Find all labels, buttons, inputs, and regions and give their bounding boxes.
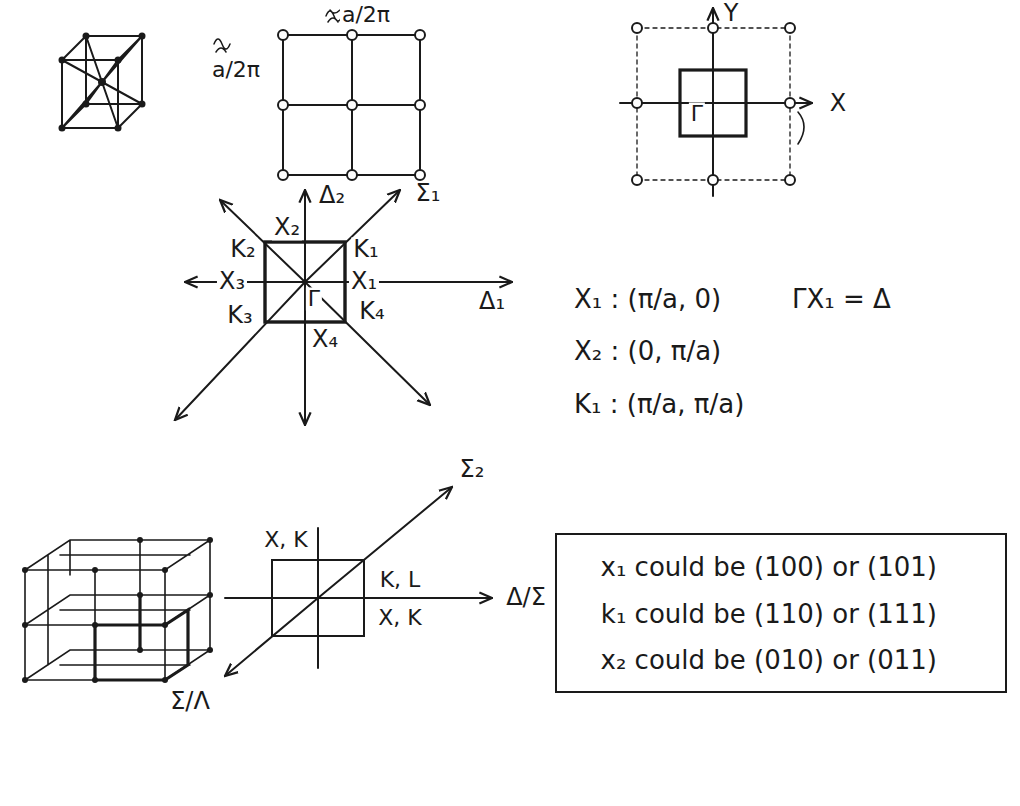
scribble	[214, 10, 342, 52]
shaded-cell	[95, 595, 188, 680]
point-label: K₂	[228, 237, 257, 262]
point-label: Σ₂	[458, 457, 487, 482]
note-text: x₁ could be (100) or (101)	[597, 551, 937, 584]
point-label: K, L	[378, 568, 423, 591]
point-label: X₁	[349, 269, 379, 294]
point-label: Γ	[306, 287, 322, 310]
point-label: X	[828, 91, 848, 116]
point-label: Δ₁	[477, 289, 507, 314]
direction-arrow	[305, 281, 512, 283]
point-label: a/2π	[210, 58, 262, 81]
point-label: a/2π	[340, 3, 392, 26]
lattice-points	[22, 537, 213, 683]
point-label: Δ₂	[317, 183, 347, 208]
point-label: X₄	[310, 327, 340, 352]
direction-arrow	[304, 190, 306, 282]
point-label: X₂ : (0, π/a)	[572, 338, 723, 365]
point-label: X₃	[217, 269, 247, 294]
point-label: K₄	[357, 299, 386, 324]
direction-arrow	[175, 282, 305, 420]
direction-arrow	[225, 598, 318, 676]
point-label: Σ/Λ	[168, 689, 212, 714]
point-label: K₁	[351, 237, 380, 262]
point-label: X, K	[262, 528, 309, 551]
lattice-points	[278, 30, 425, 180]
lattice-points	[59, 33, 146, 132]
note-text: x₂ could be (010) or (011)	[597, 644, 937, 677]
bracket	[798, 112, 804, 144]
square-lattice	[283, 35, 420, 175]
point-label: Y	[722, 1, 741, 26]
point-label: K₃	[225, 303, 254, 328]
direction-arrow	[305, 282, 430, 405]
point-label: Γ	[689, 102, 705, 125]
stacked-lattice	[25, 540, 210, 680]
direction-arrow	[225, 597, 492, 599]
y-axis	[712, 8, 714, 196]
point-label: ΓX₁ = Δ	[790, 286, 893, 313]
first-zone	[680, 70, 746, 136]
point-label: K₁ : (π/a, π/a)	[572, 391, 746, 418]
direction-arrow	[318, 487, 452, 598]
lattice-points	[632, 23, 795, 185]
point-label: X₁ : (π/a, 0)	[572, 286, 723, 313]
point-label: X, K	[376, 606, 423, 629]
note-box: x₁ could be (100) or (101) k₁ could be (1…	[555, 533, 1007, 693]
point-label: Σ₁	[414, 181, 443, 206]
bcc-cube	[62, 36, 142, 128]
point-label: Δ/Σ	[504, 585, 548, 610]
x-axis	[620, 102, 812, 104]
note-text: k₁ could be (110) or (111)	[597, 598, 937, 631]
point-label: X₂	[272, 215, 302, 240]
